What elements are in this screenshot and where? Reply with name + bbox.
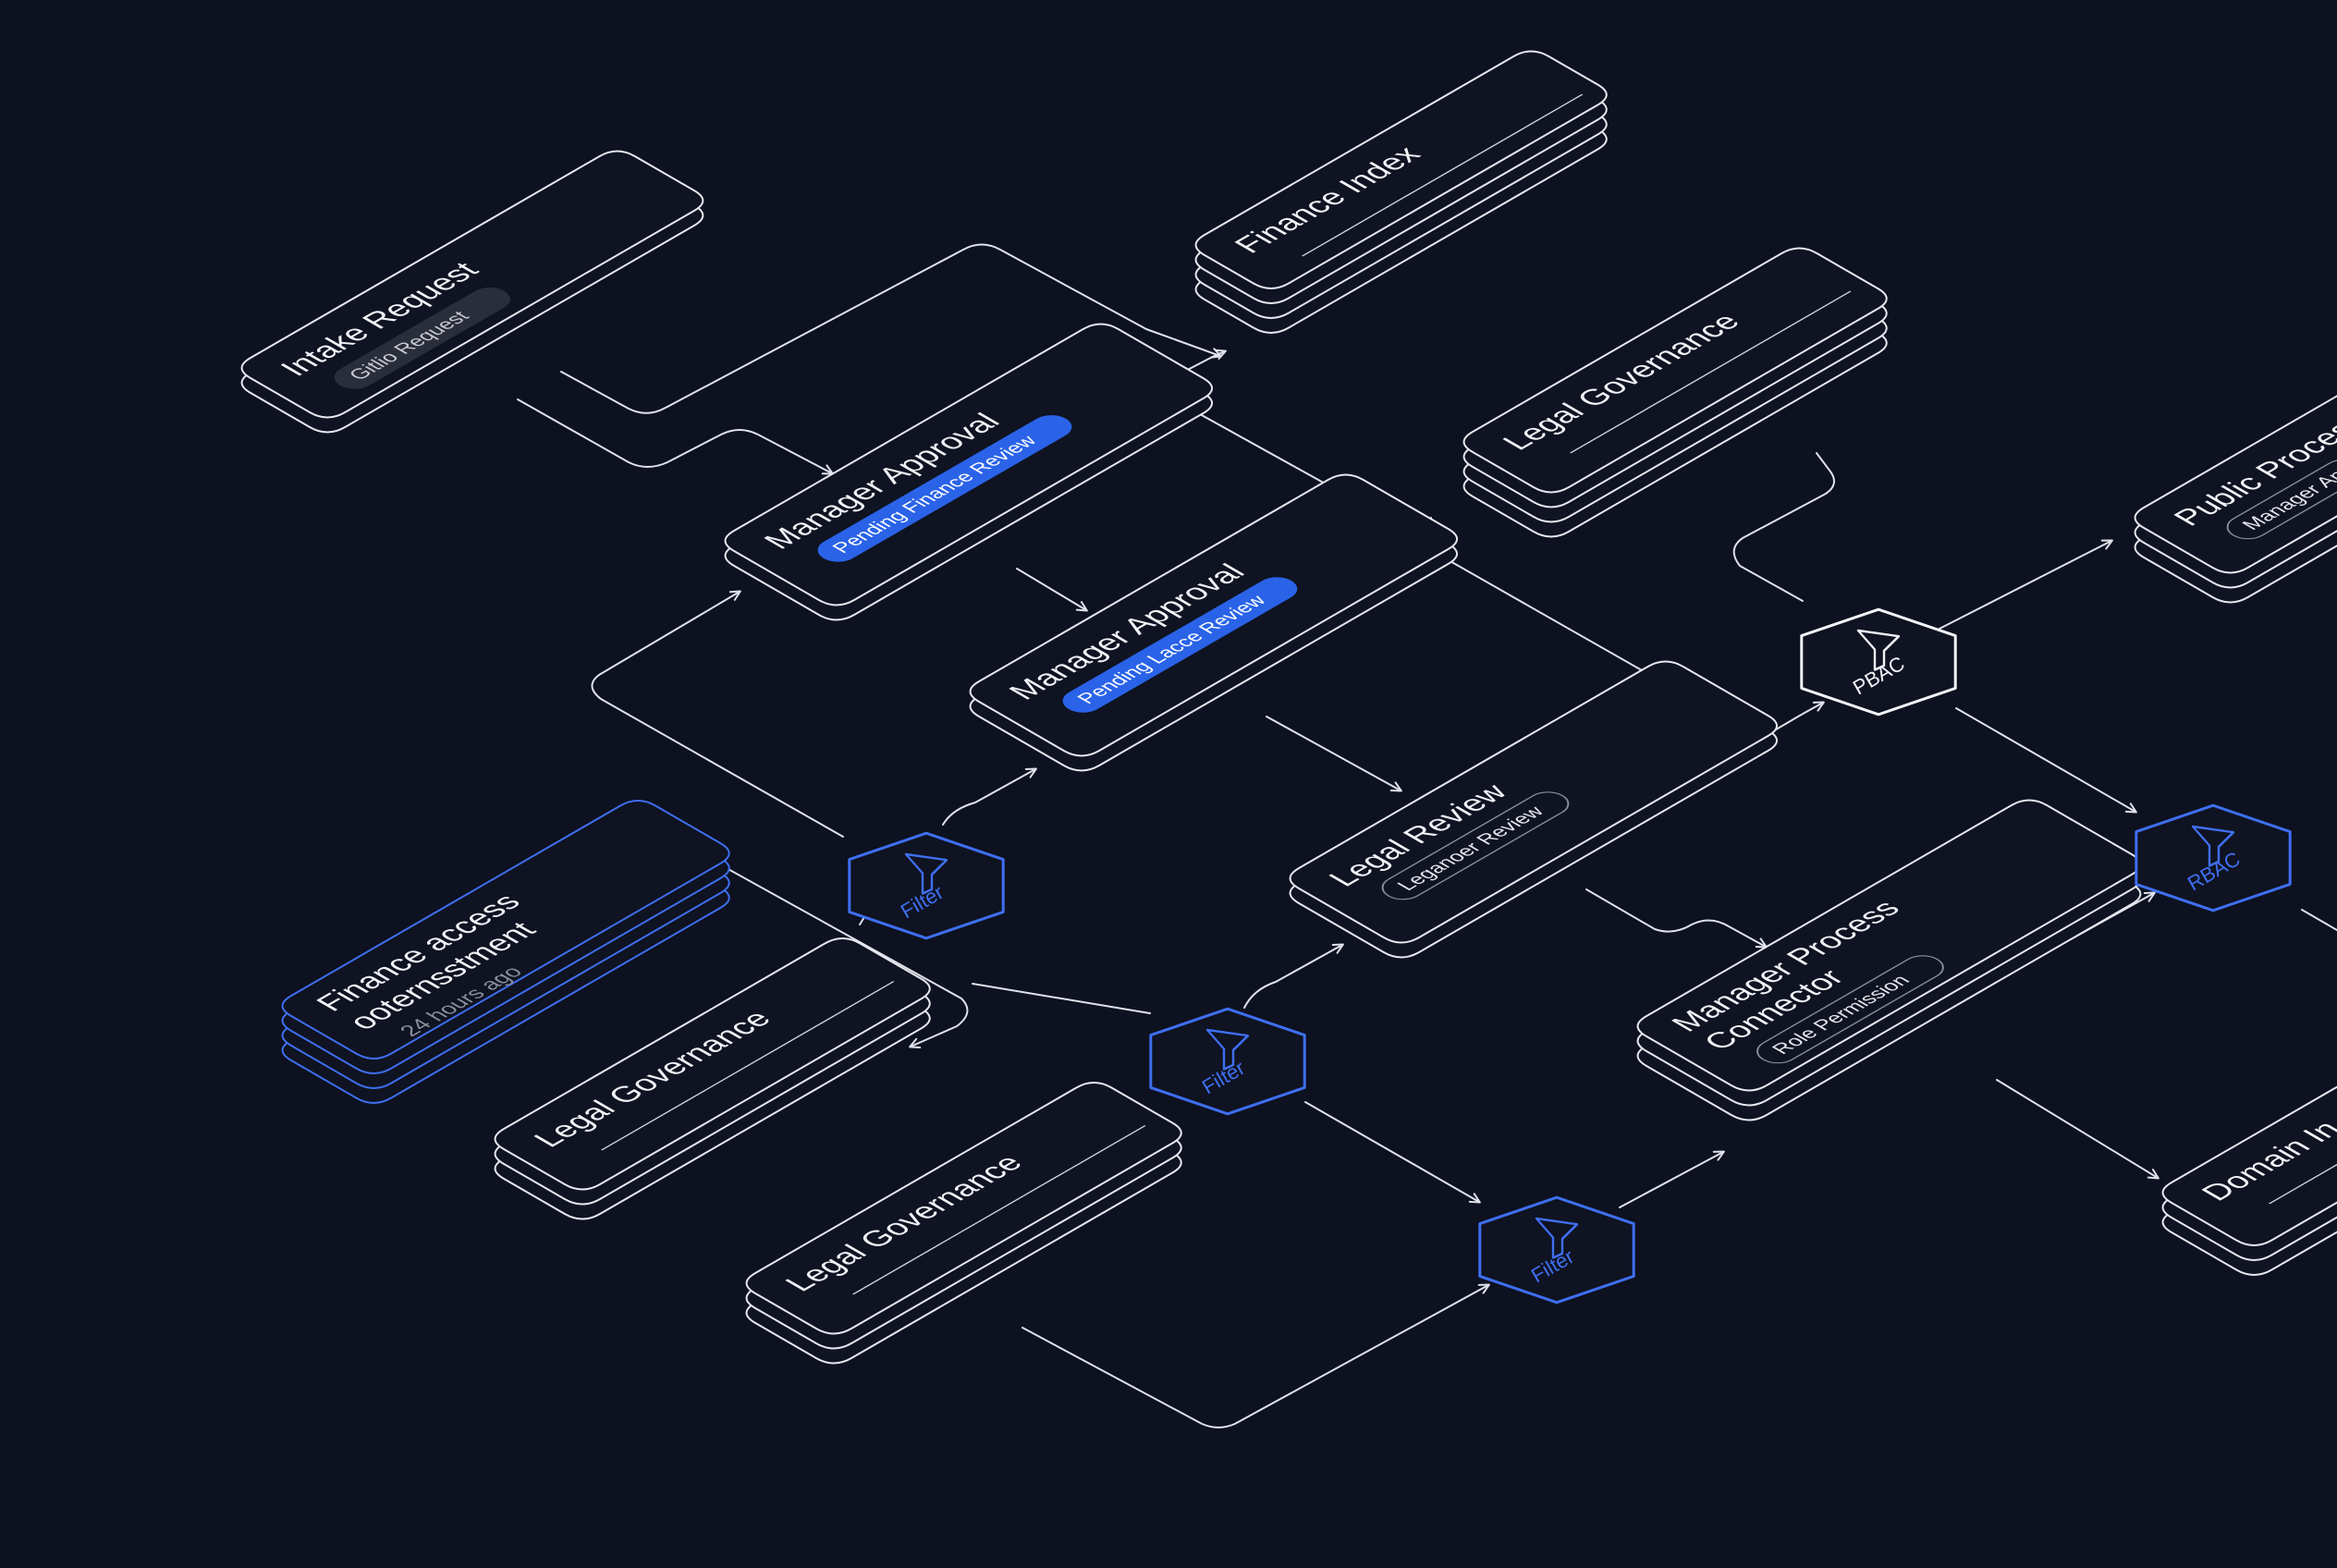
filter-node-rbac-blue[interactable]: RBAC bbox=[2135, 803, 2292, 913]
connector-arrow bbox=[1266, 716, 1402, 792]
pill-background bbox=[817, 415, 1072, 562]
filter-node-rbac-white[interactable]: PBAC bbox=[1800, 607, 1957, 717]
pill-background bbox=[2226, 459, 2337, 540]
card-legal-gov-top[interactable]: Legal Governance bbox=[1462, 247, 1888, 538]
connector-arrow bbox=[1996, 1079, 2160, 1180]
card-face bbox=[1636, 799, 2142, 1092]
card-divider bbox=[2269, 1046, 2337, 1205]
hexagon-shape bbox=[1149, 1007, 1306, 1116]
connector-arrow bbox=[517, 398, 834, 475]
connector-arrow bbox=[1732, 452, 1835, 602]
hexagon-shape bbox=[2135, 803, 2292, 913]
pill-background bbox=[1062, 577, 1298, 713]
connector-arrow bbox=[1939, 539, 2113, 630]
card-divider bbox=[1302, 93, 1584, 257]
connector-arrow bbox=[942, 767, 1037, 826]
funnel-icon bbox=[2191, 825, 2235, 867]
card-divider bbox=[852, 1125, 1146, 1295]
connector-arrow bbox=[1016, 568, 1088, 612]
card-legal-gov-bottom[interactable]: Legal Governance bbox=[745, 1082, 1182, 1365]
card-face bbox=[1462, 247, 1888, 494]
pill-background bbox=[334, 287, 510, 389]
card-face bbox=[281, 800, 730, 1060]
hexagon-shape bbox=[1478, 1195, 1635, 1305]
pill-background bbox=[1756, 955, 1944, 1064]
card-face bbox=[240, 150, 704, 419]
connector-arrow bbox=[1022, 1283, 1490, 1428]
connector-arrow bbox=[2301, 909, 2337, 931]
funnel-icon bbox=[904, 852, 948, 895]
connector-arrow bbox=[1619, 1150, 1725, 1208]
funnel-icon bbox=[1205, 1028, 1250, 1071]
connector-arrow bbox=[1116, 349, 1227, 408]
hexagon-shape bbox=[848, 831, 1005, 940]
connector-arrow bbox=[972, 983, 1151, 1014]
card-face bbox=[1289, 660, 1779, 944]
connector-arrow bbox=[859, 916, 865, 925]
card-face bbox=[494, 937, 931, 1191]
connector-arrow bbox=[1243, 943, 1344, 1009]
pill-background bbox=[1381, 791, 1570, 900]
connector-lines bbox=[517, 243, 2337, 1428]
connector-arrow bbox=[1717, 701, 1825, 765]
connector-arrow bbox=[1585, 888, 1768, 949]
hexagon-shape bbox=[1800, 607, 1957, 717]
card-face bbox=[2161, 1085, 2337, 1246]
filter-node-filter1[interactable]: Filter bbox=[848, 831, 1005, 940]
card-finance-index[interactable]: Finance Index bbox=[1194, 50, 1608, 334]
connector-arrow bbox=[1304, 1101, 1481, 1204]
card-face bbox=[2134, 395, 2337, 574]
connector-arrow bbox=[591, 590, 844, 838]
card-face bbox=[1194, 50, 1608, 289]
card-domain[interactable]: Domain In bbox=[2161, 1004, 2337, 1276]
funnel-icon bbox=[1535, 1217, 1579, 1259]
filter-node-filter3[interactable]: Filter bbox=[1478, 1195, 1635, 1305]
card-face bbox=[745, 1082, 1182, 1335]
card-divider bbox=[1570, 290, 1852, 454]
funnel-icon bbox=[1856, 629, 1901, 671]
filter-node-filter2[interactable]: Filter bbox=[1149, 1007, 1306, 1116]
connector-arrow bbox=[560, 243, 1222, 414]
connector-arrow bbox=[1955, 707, 2137, 814]
card-divider bbox=[601, 981, 895, 1151]
